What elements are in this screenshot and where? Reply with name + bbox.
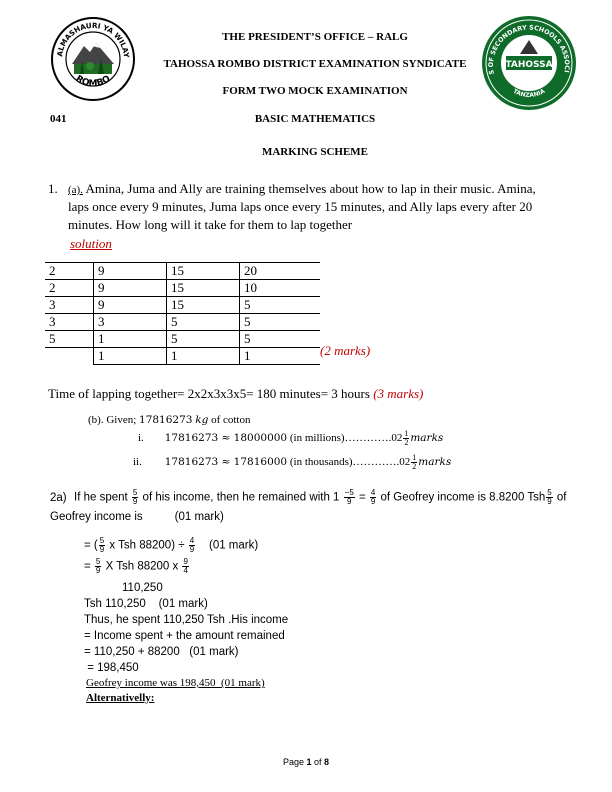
part-b-i: i. 17816273 ≈ 18000000 (in millions)…………… (138, 430, 443, 447)
table-cell: 20 (239, 262, 320, 280)
q2-text: of Geofrey income is 8.8200 Tsh (377, 491, 546, 504)
header-exam: FORM TWO MOCK EXAMINATION (222, 85, 408, 97)
q2-text: If he spent (74, 491, 131, 504)
table-marks: (2 marks) (320, 343, 371, 358)
table-cell: 5 (166, 330, 240, 348)
q2-text: = (355, 491, 369, 504)
solution-label: solution (70, 236, 112, 251)
marks-word: marks (410, 432, 444, 445)
table-cell: 5 (239, 313, 320, 331)
table-cell: 1 (93, 347, 167, 365)
q2-text: of his income, then he remained with 1 (139, 491, 343, 504)
question-number: 1. (48, 181, 58, 196)
tahossa-logo: HEADS OF SECONDARY SCHOOLS ASSOCIATION T… (477, 8, 578, 112)
b-ii-expr: 17816273 ≈ 17816000 (164, 456, 288, 469)
document-title: MARKING SCHEME (261, 146, 369, 158)
table-cell: 5 (45, 330, 94, 348)
question-line-2: laps once every 9 minutes, Juma laps onc… (68, 199, 533, 214)
table-cell: 15 (166, 262, 240, 280)
step-9: Geofrey income was 198,450 (01 mark) (86, 677, 265, 689)
question-line-1: Amina, Juma and Ally are training themse… (85, 181, 536, 196)
svg-text:ROMBO: ROMBO (74, 74, 113, 89)
table-cell: 15 (166, 296, 240, 314)
q2-text: of (553, 491, 567, 504)
given-suffix: of cotton (208, 414, 251, 426)
step-6: = Income spent + the amount remained (84, 630, 285, 642)
table-cell: 9 (93, 262, 167, 280)
question-1a-text: (a). Amina, Juma and Ally are training t… (68, 181, 588, 198)
b-i-expr: 17816273 ≈ 18000000 (164, 432, 288, 445)
alternatively-heading: Alternativelly: (86, 692, 155, 704)
table-cell: 9 (93, 279, 167, 297)
svg-text:TAHOSSA: TAHOSSA (505, 60, 552, 70)
table-cell: 1 (93, 330, 167, 348)
b-ii-note: (in thousands)………….02 (287, 456, 411, 469)
table-cell: 10 (239, 279, 320, 297)
part-b-given: (b). Given; 17816273 kg of cotton (88, 414, 250, 426)
b-i-label: i. (138, 432, 144, 445)
b-i-note: (in millions)………….02 (287, 432, 403, 445)
step-5: Thus, he spent 110,250 Tsh .His income (84, 614, 289, 626)
part-b-ii: ii. 17816273 ≈ 17816000 (in thousands)……… (133, 454, 451, 471)
part-b-intro: (b). Given; (88, 414, 137, 426)
header-office: THE PRESIDENT’S OFFICE – RALG (222, 31, 408, 43)
question-2a-line-2: Geofrey income is (01 mark) (50, 511, 224, 523)
step-4: Tsh 110,250 (01 mark) (84, 598, 208, 610)
table-cell: 1 (239, 347, 320, 365)
step-3: 110,250 (122, 582, 163, 594)
table-cell: 5 (239, 330, 320, 348)
marks-word: marks (418, 456, 452, 469)
table-cell: 5 (239, 296, 320, 314)
given-value: 17816273 (139, 414, 193, 426)
table-cell (45, 347, 94, 365)
table-cell: 3 (93, 313, 167, 331)
step-8: = 198,450 (84, 662, 139, 674)
answer-marks: (3 marks) (373, 386, 424, 401)
subject-name: BASIC MATHEMATICS (254, 113, 376, 125)
table-cell: 15 (166, 279, 240, 297)
rombo-district-logo: HALMASHAURI YA WILAYA ROMBO (47, 9, 136, 102)
step-7: = 110,250 + 88200 (01 mark) (84, 646, 239, 658)
question-line-3: minutes. How long will it take for them … (68, 217, 353, 232)
table-cell: 9 (93, 296, 167, 314)
table-cell: 2 (45, 262, 94, 280)
page-indicator: Page 1 of 8 (282, 757, 330, 767)
table-cell: 3 (45, 313, 94, 331)
q2-label: 2a) (50, 491, 67, 504)
answer-line: Time of lapping together= 2x2x3x3x5= 180… (48, 386, 423, 401)
header-syndicate: TAHOSSA ROMBO DISTRICT EXAMINATION SYNDI… (163, 58, 467, 70)
given-unit: kg (195, 414, 209, 426)
part-a-label: (a). (68, 184, 83, 196)
table-cell: 1 (166, 347, 240, 365)
table-cell: 5 (166, 313, 240, 331)
subject-code: 041 (50, 113, 67, 125)
svg-text:TANZANIA: TANZANIA (512, 88, 547, 99)
answer-text: Time of lapping together= 2x2x3x3x5= 180… (48, 386, 374, 401)
b-ii-label: ii. (133, 456, 142, 469)
table-cell: 2 (45, 279, 94, 297)
table-cell: 3 (45, 296, 94, 314)
